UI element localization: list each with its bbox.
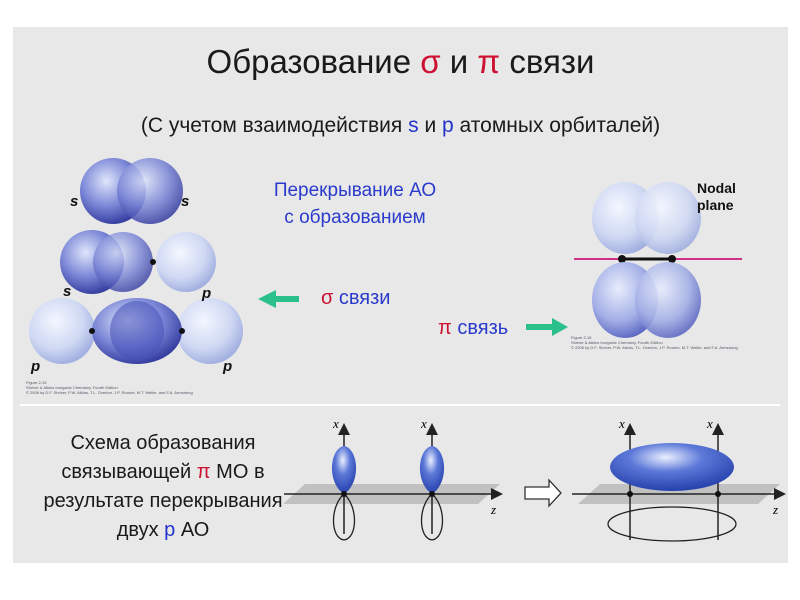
- p-lobe-upper-1: [331, 446, 357, 494]
- node-point: [150, 259, 156, 265]
- pi-mo-upper-lobe: [610, 443, 734, 491]
- p-lobe-right-outer: [177, 298, 243, 364]
- sigma-bond-label: σ связи: [321, 287, 391, 309]
- label-p-sp: p: [202, 285, 212, 302]
- s-s-orbital-overlap: [80, 158, 183, 224]
- p-lobe-lower-2: [420, 493, 444, 541]
- two-p-orbitals-scheme: [283, 423, 503, 541]
- p-lobe-upper-2: [419, 446, 445, 494]
- nucleus-3: [627, 491, 633, 497]
- figure-credit-left: Figure 2-15 Shriver & Atkins Inorganic C…: [26, 380, 193, 395]
- nucleus-4: [715, 491, 721, 497]
- axis-z-label-1: z: [491, 502, 497, 517]
- p-lobe-top-right: [635, 182, 701, 254]
- hollow-arrow-icon: [524, 478, 562, 508]
- figure-credit-right: Figure 2-16 Shriver & Atkins Inorganic C…: [571, 335, 738, 350]
- node-point-left: [89, 328, 95, 334]
- p-lobe-lower-1: [332, 493, 356, 541]
- nucleus-right: [668, 255, 676, 263]
- pi-bond-label: π связь: [438, 317, 509, 339]
- axis-x-label-1: x: [333, 416, 339, 431]
- subtitle: (С учетом взаимодействия s и p атомных о…: [140, 114, 661, 137]
- p-lobe-left-outer: [29, 298, 95, 364]
- label-p-right: p: [223, 358, 233, 375]
- label-s-left: s: [70, 193, 79, 210]
- label-s-right: s: [181, 193, 190, 210]
- nucleus-1: [341, 491, 347, 497]
- pi-mo-lower-lobe: [607, 506, 737, 542]
- p-lobe-outer: [156, 232, 216, 292]
- label-s-sp: s: [63, 283, 72, 300]
- label-p-left: p: [31, 358, 41, 375]
- node-point-right: [179, 328, 185, 334]
- nucleus-2: [429, 491, 435, 497]
- p-lobe-bottom-right: [635, 262, 701, 338]
- axis-z-label-2: z: [773, 502, 779, 517]
- pi-arrow-icon: [526, 318, 568, 336]
- page-title: Образование σ и π связи: [206, 43, 595, 80]
- sigma-arrow-icon: [258, 290, 299, 308]
- scheme-caption: Схема образования связывающей π МО в рез…: [43, 432, 283, 541]
- p-lobe-inner: [93, 232, 153, 292]
- pi-orbital-overlap: [574, 182, 742, 338]
- nucleus-left: [618, 255, 626, 263]
- pi-molecular-orbital-scheme: [572, 423, 786, 542]
- s-p-orbital-overlap: [60, 230, 216, 294]
- axis-x-label-4: x: [707, 416, 713, 431]
- p-p-orbital-overlap: [29, 298, 243, 364]
- s-orbital-right: [117, 158, 183, 224]
- axis-x-label-2: x: [421, 416, 427, 431]
- overlap-core: [110, 301, 164, 361]
- axis-x-label-3: x: [619, 416, 625, 431]
